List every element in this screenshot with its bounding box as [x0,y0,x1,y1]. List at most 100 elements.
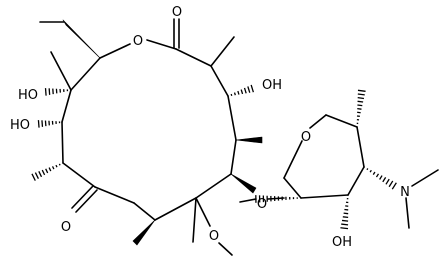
hash-stroke [357,107,362,110]
hash-stroke [31,173,36,181]
hash-stroke [379,175,383,180]
wedge-bond [230,173,257,194]
sugar-ring-oxygen-label: O [301,130,311,145]
hash-stroke [230,93,233,96]
hash-stroke [388,180,394,188]
hash-stroke [357,93,365,96]
bond [62,162,96,188]
atom-labels: O O HO HO OH O O O O OH N [10,5,410,250]
bond [309,114,327,129]
bond [347,166,365,196]
hash-stroke [247,86,251,93]
bond [227,95,237,141]
bond [230,139,237,175]
hash-stroke [366,168,369,171]
wedge-bond [62,19,101,59]
hash-stroke [343,212,349,215]
hash-stroke [243,87,247,94]
wedge-bonds [62,19,263,246]
hash-stroke [250,84,254,93]
hashed-bond [356,89,366,125]
hash-stroke [51,166,55,170]
bond [94,186,135,204]
hash-stroke [357,100,364,103]
hashed-bonds [31,84,397,230]
lactone-ring-oxygen-label: O [133,34,143,49]
hash-stroke [391,182,397,190]
hash-stroke [372,171,376,175]
methyl-bond [50,51,72,91]
bond [325,114,358,128]
bond [154,197,197,221]
substituent-bonds [39,18,235,256]
hash-stroke [357,104,363,107]
bond [283,177,302,199]
hash-stroke [357,89,366,92]
hash-stroke [341,219,349,222]
hashed-bond [230,84,254,96]
methoxy-bond [195,197,211,227]
hashed-bond [37,120,61,128]
macrolactone-ring-bonds [61,39,237,221]
hashed-bond [31,163,61,181]
hash-stroke [45,168,49,174]
hash-stroke [237,90,240,95]
glycoside-oxygen-label: O [257,197,267,212]
hydroxyl-left-label: HO [10,118,30,133]
methoxy-bond [218,242,233,256]
hydroxyl-upper-right-label: OH [262,78,282,93]
ketone-carbonyl-bond [75,189,98,213]
hash-stroke [37,120,40,128]
wedge-bond [132,219,156,246]
bond [210,65,229,97]
glycosidic-bond [267,197,285,200]
hash-stroke [34,172,39,180]
hash-stroke [240,89,244,95]
bond [283,140,303,179]
hash-stroke [375,173,380,178]
methoxy-oxygen-label: O [209,229,219,244]
lactone-carbonyl-oxygen-label: O [172,5,182,20]
hash-stroke [38,171,43,178]
hash-stroke [233,92,236,96]
bond [300,194,349,199]
hash-stroke [41,120,44,127]
methyl-bond [210,36,235,67]
hash-stroke [385,178,390,185]
hash-stroke [341,223,349,226]
bond [70,57,101,91]
n-methyl-bond [411,169,439,187]
bond [146,39,177,50]
hashed-bond [340,197,349,230]
hash-stroke [58,163,61,166]
bond [99,43,131,59]
hash-stroke [369,169,372,173]
bond [133,202,156,221]
sugar-ring-bonds [239,114,439,229]
ketone-carbonyl-bond [71,185,94,209]
hash-stroke [382,177,387,183]
hash-stroke [48,167,52,172]
hydroxyl-upper-left-label: HO [18,88,38,103]
hash-stroke [44,88,47,96]
hash-stroke [340,227,349,230]
n-methyl-bond [405,197,410,229]
bond [61,121,64,164]
glycosidic-bond [239,198,257,203]
methyl-bond [192,197,197,243]
dimethylamino-nitrogen-label: N [400,185,410,200]
hash-stroke [342,216,349,219]
sugar-hydroxyl-label: OH [332,235,352,250]
hash-stroke [357,96,365,100]
hash-stroke [41,169,46,176]
wedge-bond [235,136,263,144]
bond [356,126,365,168]
hashed-bond [366,168,397,190]
bond [175,48,212,67]
bond [195,173,232,199]
hash-stroke [55,164,58,168]
bond [61,89,72,123]
hashed-bond [44,88,69,96]
